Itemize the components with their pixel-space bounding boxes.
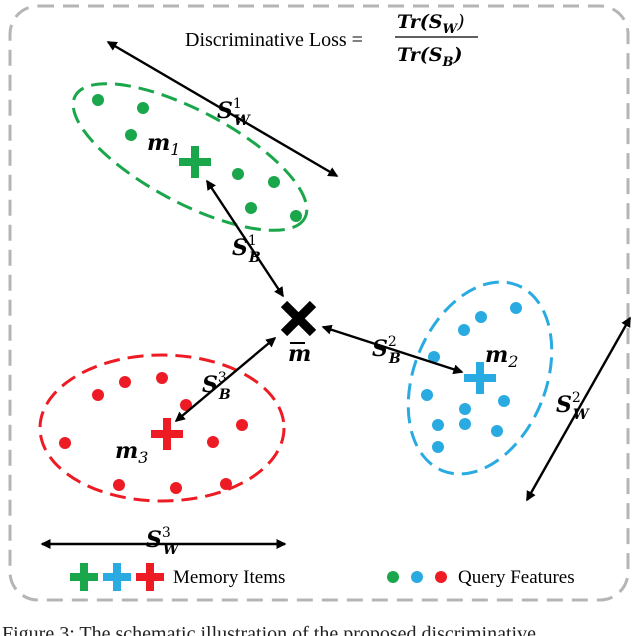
global-mean: m	[280, 300, 317, 367]
query-feature-point	[432, 419, 444, 431]
memory-item-2-plus-icon	[464, 362, 496, 394]
query-feature-point	[236, 419, 248, 431]
query-feature-point	[59, 437, 71, 449]
formula-denominator: Tr(SB)	[397, 44, 462, 70]
memory-item-3-label: m3	[115, 438, 148, 467]
legend: Memory Items Query Features	[70, 563, 575, 591]
diagram-frame	[8, 4, 630, 602]
legend-memory-items: Memory Items	[173, 567, 285, 588]
cluster-3-boundary	[38, 353, 286, 503]
legend-red-plus-icon	[136, 563, 164, 591]
query-feature-point	[290, 210, 302, 222]
legend-red-dot-icon	[435, 571, 447, 583]
cluster-1-boundary	[71, 82, 309, 232]
cluster-3: m3	[38, 353, 286, 503]
query-feature-point	[432, 441, 444, 453]
formula-numerator: Tr(SW)	[397, 11, 465, 37]
query-feature-point	[92, 94, 104, 106]
memory-item-3-plus-icon	[151, 418, 183, 450]
query-feature-point	[491, 425, 503, 437]
sb2-arrow	[321, 324, 464, 375]
query-feature-point	[458, 324, 470, 336]
discriminative-loss-formula: Discriminative Loss = Tr(SW) Tr(SB)	[185, 11, 478, 70]
query-feature-point	[207, 436, 219, 448]
query-feature-point	[245, 202, 257, 214]
query-feature-point	[119, 376, 131, 388]
query-feature-point	[421, 389, 433, 401]
sw1-arrow	[106, 40, 339, 178]
query-feature-point	[498, 395, 510, 407]
global-mean-cross-icon	[280, 300, 317, 337]
query-feature-point	[510, 302, 522, 314]
query-feature-point	[92, 389, 104, 401]
query-feature-point	[459, 403, 471, 415]
legend-query-features: Query Features	[458, 567, 575, 588]
global-mean-label: m	[288, 341, 311, 367]
query-feature-point	[156, 372, 168, 384]
query-feature-point	[137, 102, 149, 114]
legend-blue-dot-icon	[411, 571, 423, 583]
query-feature-point	[125, 129, 137, 141]
sb1-arrow	[205, 179, 285, 298]
memory-item-1-plus-icon	[179, 146, 211, 178]
formula-lhs: Discriminative Loss =	[185, 29, 363, 51]
query-feature-point	[170, 482, 182, 494]
query-feature-point	[220, 478, 232, 490]
legend-green-plus-icon	[70, 563, 98, 591]
legend-green-dot-icon	[387, 571, 399, 583]
query-feature-point	[113, 479, 125, 491]
figure-caption: Figure 3: The schematic illustration of …	[2, 623, 536, 636]
cluster-3-query-features	[59, 372, 248, 494]
sb3-arrow	[174, 337, 277, 422]
query-feature-point	[475, 311, 487, 323]
legend-blue-plus-icon	[103, 563, 131, 591]
sw2-arrow	[525, 316, 632, 502]
cluster-1: m1	[71, 82, 309, 232]
query-feature-point	[232, 168, 244, 180]
query-feature-point	[268, 176, 280, 188]
query-feature-point	[459, 418, 471, 430]
scatter-arrows	[40, 40, 632, 550]
memory-item-2-label: m2	[485, 342, 518, 371]
memory-item-1-label: m1	[147, 130, 180, 159]
